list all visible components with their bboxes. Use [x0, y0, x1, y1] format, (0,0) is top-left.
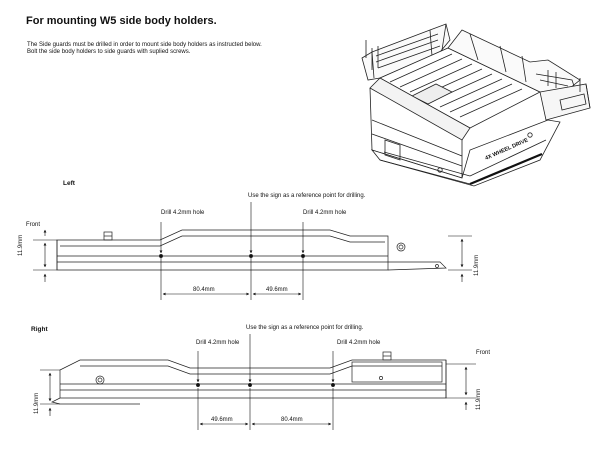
left-dimension-lines [33, 202, 472, 300]
left-view-label: Left [63, 180, 75, 187]
instruction-line-2: Bolt the side body holders to side guard… [27, 49, 191, 55]
right-drill-label-b: Drill 4.2mm hole [337, 340, 381, 346]
right-front-label: Front [476, 350, 491, 356]
right-guard-drawing [50, 351, 447, 405]
right-reference-note: Use the sign as a reference point for dr… [246, 325, 364, 331]
instruction-line-1: The Side guards must be drilled in order… [27, 42, 262, 48]
page-title: For mounting W5 side body holders. [26, 15, 217, 27]
right-drill-label-a: Drill 4.2mm hole [196, 340, 240, 346]
right-dim-a: 49.6mm [211, 417, 233, 423]
right-dim-b: 80.4mm [281, 417, 303, 423]
chassis-illustration [361, 23, 591, 187]
left-drill-label-a: Drill 4.2mm hole [161, 210, 205, 216]
left-guard-drawing [56, 229, 447, 271]
left-dim-a: 80.4mm [193, 287, 215, 293]
left-height-left: 11.9mm [18, 234, 24, 256]
right-height-right: 11.9mm [476, 388, 482, 410]
left-reference-note: Use the sign as a reference point for dr… [248, 193, 366, 199]
right-view-label: Right [31, 326, 48, 333]
left-dim-b: 49.6mm [266, 287, 288, 293]
left-front-label: Front [26, 222, 41, 228]
left-height-right: 11.9mm [474, 254, 480, 276]
left-drill-label-b: Drill 4.2mm hole [303, 210, 347, 216]
right-height-left: 11.9mm [34, 392, 40, 414]
right-dimension-lines [40, 334, 476, 430]
